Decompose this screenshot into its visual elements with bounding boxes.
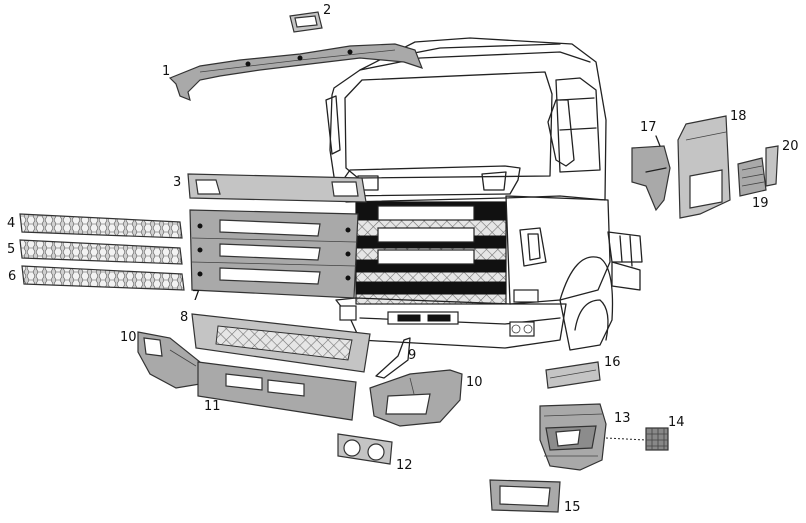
callout-1: 1 (162, 64, 170, 79)
part-fog-lamp-housing (337, 433, 393, 465)
part-side-lamp (737, 157, 767, 197)
part-bumper-corner-right (369, 369, 463, 427)
callout-13: 13 (614, 411, 631, 426)
callout-15: 15 (564, 500, 581, 515)
leader-line-14 (605, 437, 647, 441)
callout-6: 6 (8, 269, 16, 284)
part-mirror-bracket (631, 135, 671, 212)
callout-5: 5 (7, 242, 15, 257)
callout-12: 12 (396, 458, 413, 473)
callout-10-right: 10 (466, 375, 483, 390)
callout-19: 19 (752, 196, 769, 211)
callout-3: 3 (173, 175, 181, 190)
callout-20: 20 (782, 139, 799, 154)
callout-14: 14 (668, 415, 685, 430)
part-marker-lamp (289, 11, 323, 33)
part-honeycomb-strip-4 (19, 213, 183, 239)
part-honeycomb-strip-5 (19, 239, 183, 265)
callout-4: 4 (7, 216, 15, 231)
callout-9: 9 (408, 348, 416, 363)
callout-2: 2 (323, 3, 331, 18)
callout-8: 8 (180, 310, 188, 325)
part-small-grille (645, 427, 669, 451)
part-lamp-frame (489, 479, 561, 513)
part-bracket (375, 337, 411, 379)
callout-11: 11 (204, 399, 221, 414)
part-step-cover (545, 361, 601, 389)
part-bumper-corner-left (137, 331, 201, 389)
callout-17: 17 (640, 120, 657, 135)
callout-7: 7 (192, 289, 200, 304)
callout-16: 16 (604, 355, 621, 370)
truck-cab (325, 37, 643, 351)
part-sun-visor-strip (168, 43, 424, 101)
part-side-trim (765, 145, 779, 187)
callout-18: 18 (730, 109, 747, 124)
part-honeycomb-strip-6 (21, 265, 185, 291)
part-main-grille (189, 209, 359, 299)
callout-10-left: 10 (120, 330, 137, 345)
part-step-assembly (539, 403, 607, 471)
part-bumper-center (197, 361, 357, 421)
part-lower-grille (191, 313, 371, 373)
part-corner-panel (677, 115, 731, 219)
part-upper-panel (187, 173, 367, 203)
